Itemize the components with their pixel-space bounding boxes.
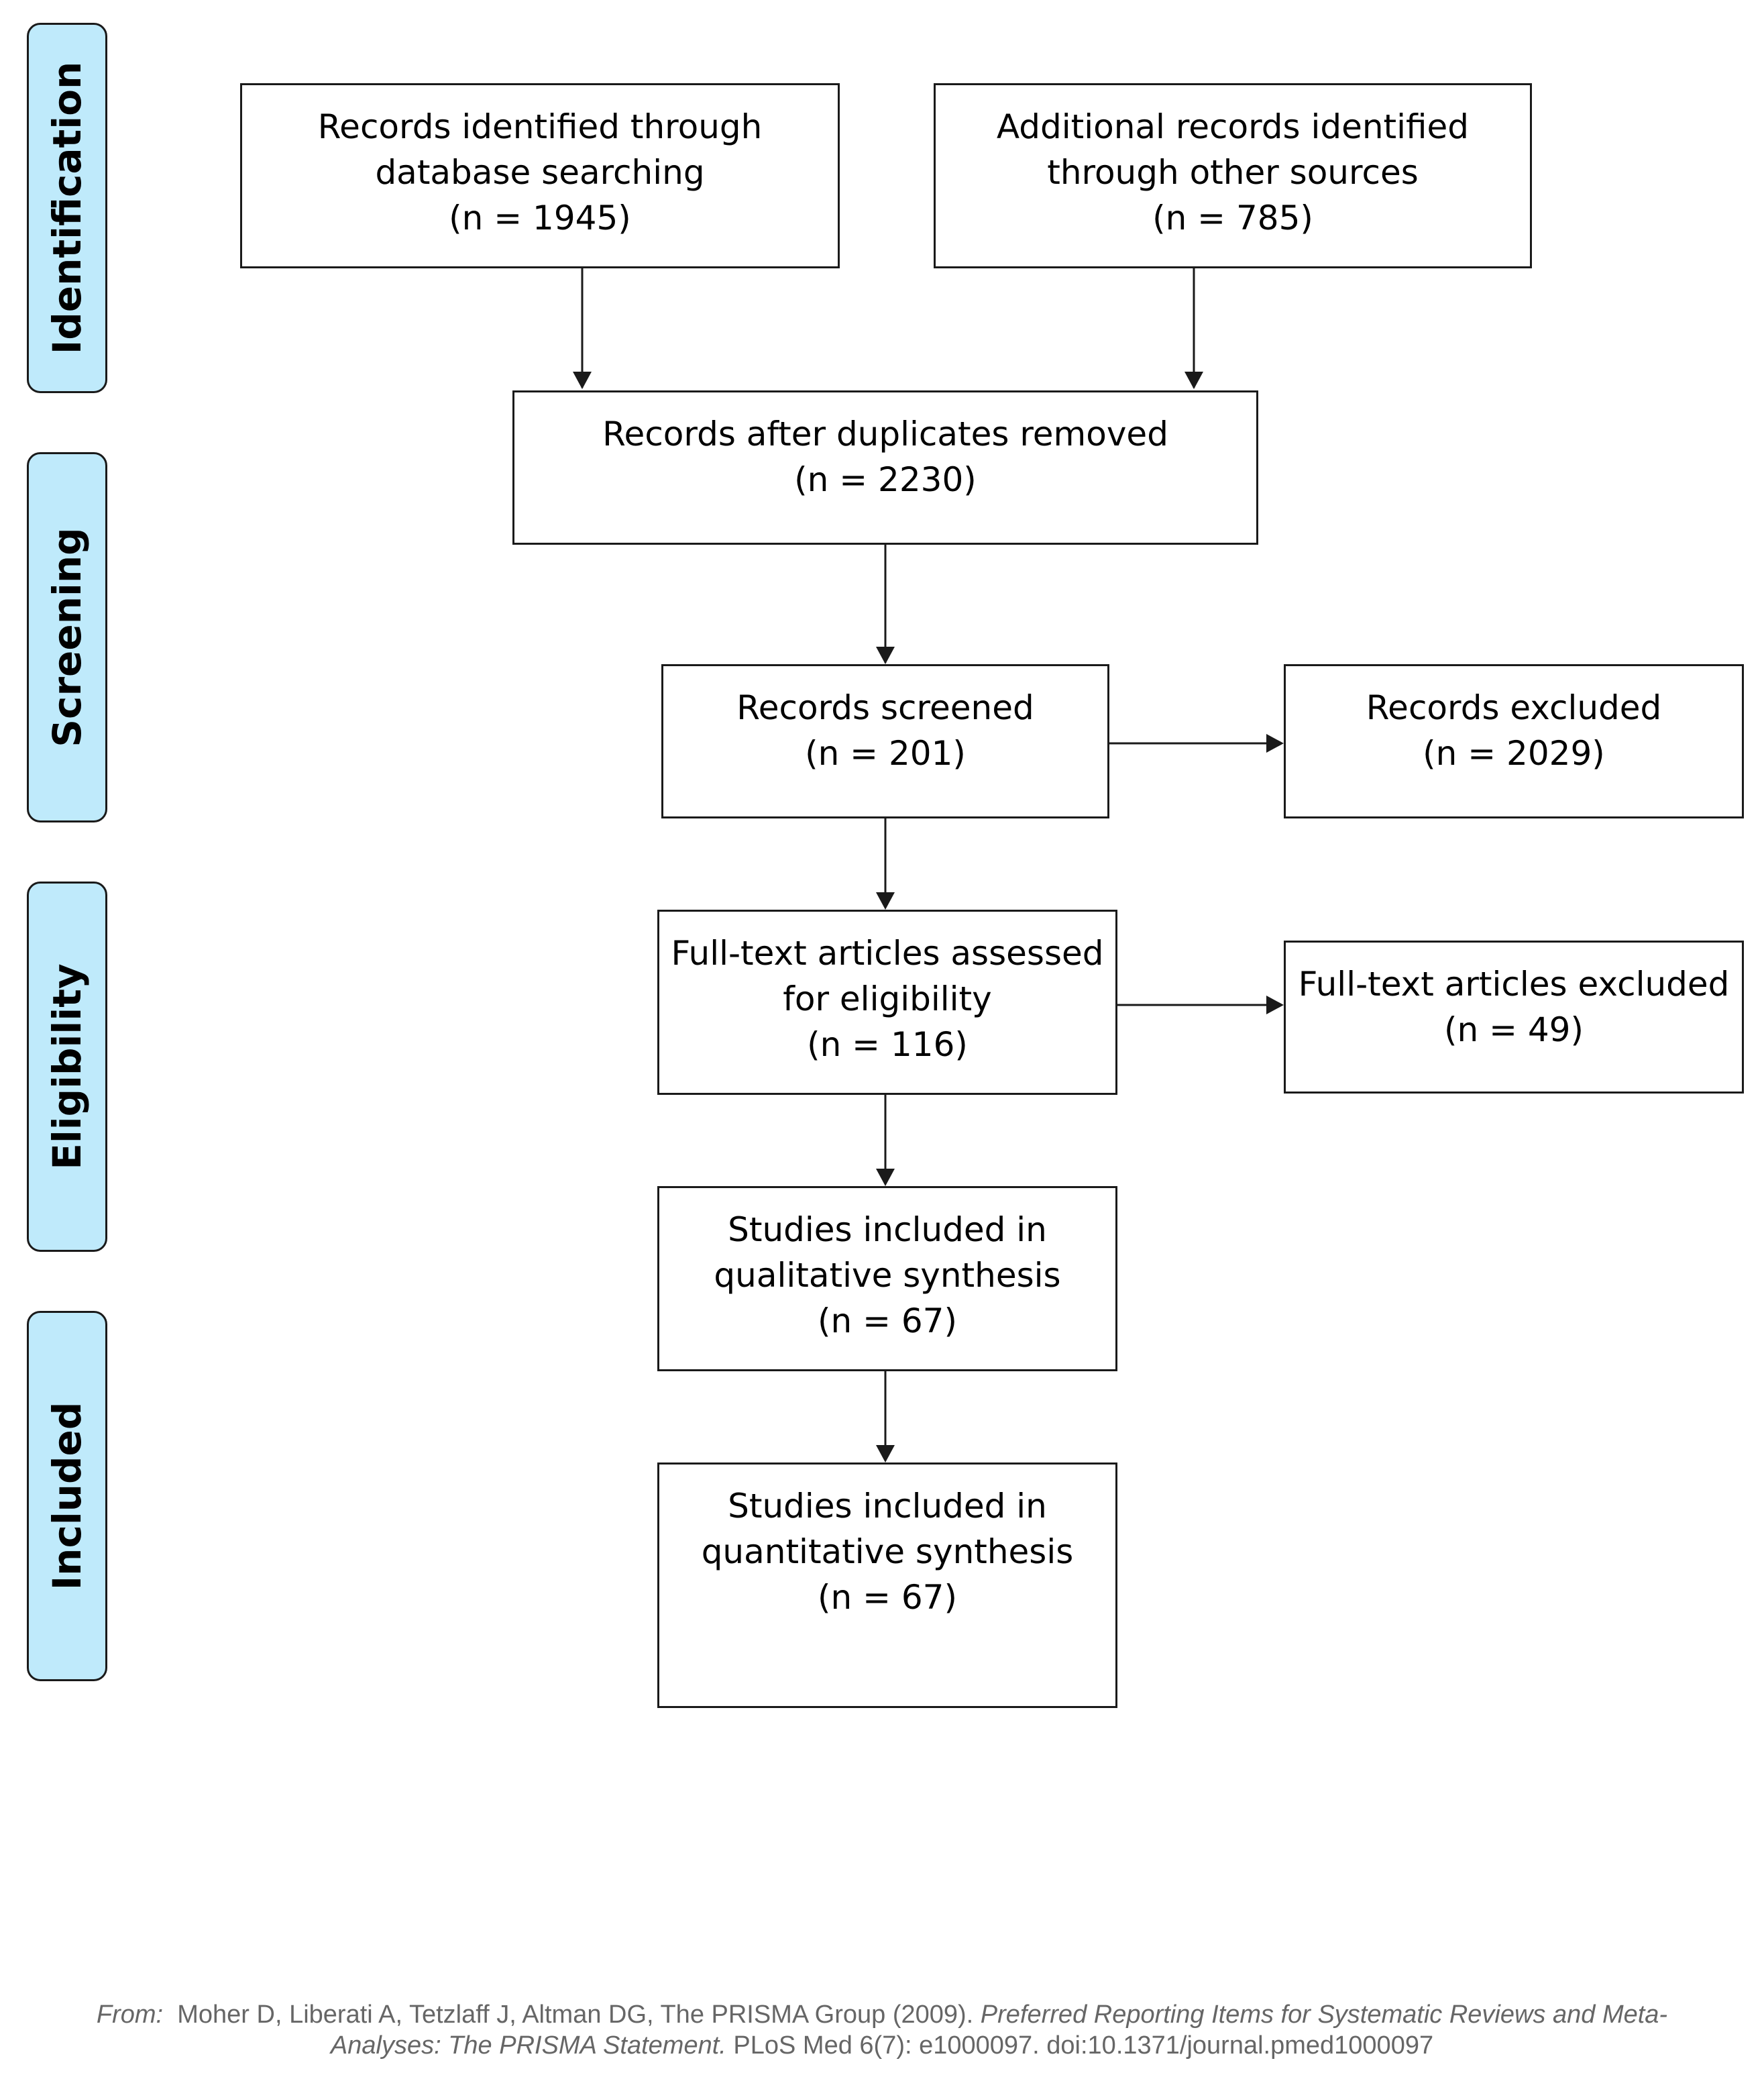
other-sources-line2: through other sources [1047, 153, 1419, 192]
quantitative-line1: Studies included in [728, 1487, 1047, 1526]
box-records-excluded: Records excluded (n = 2029) [1284, 664, 1744, 818]
arrowhead-fulltext [876, 892, 895, 910]
arrowhead-quantitative [876, 1445, 895, 1462]
citation-source: PLoS Med 6(7): e1000097. doi:10.1371/jou… [733, 2031, 1434, 2060]
citation-line1: From: Moher D, Liberati A, Tetzlaff J, A… [0, 1999, 1764, 2030]
arrowhead-qualitative [876, 1169, 895, 1186]
qualitative-count: (n = 67) [817, 1301, 957, 1340]
database-search-line2: database searching [375, 153, 705, 192]
arrowhead-screened [876, 647, 895, 664]
box-fulltext-excluded: Full-text articles excluded (n = 49) [1284, 941, 1744, 1094]
phase-included: Included [27, 1311, 107, 1681]
records-screened-count: (n = 201) [805, 734, 966, 773]
citation-title-part2: Analyses: The PRISMA Statement. [330, 2031, 726, 2060]
citation-authors: Moher D, Liberati A, Tetzlaff J, Altman … [177, 2001, 974, 2029]
arrowhead-fulltext-excluded [1266, 996, 1284, 1014]
fulltext-assessed-line1: Full-text articles assessed [671, 934, 1104, 973]
arrowhead-other [1184, 372, 1203, 389]
phase-identification: Identification [27, 23, 107, 393]
arrowhead-excluded [1266, 734, 1284, 753]
qualitative-line1: Studies included in [728, 1210, 1047, 1249]
fulltext-excluded-line1: Full-text articles excluded [1298, 965, 1730, 1004]
citation-from-label: From: [96, 2001, 164, 2029]
other-sources-line1: Additional records identified [996, 107, 1470, 146]
box-qualitative-synthesis: Studies included in qualitative synthesi… [657, 1186, 1117, 1371]
quantitative-count: (n = 67) [817, 1578, 957, 1617]
box-fulltext-assessed: Full-text articles assessed for eligibil… [657, 910, 1117, 1095]
database-search-count: (n = 1945) [449, 199, 631, 237]
box-records-screened: Records screened (n = 201) [661, 664, 1109, 818]
phase-eligibility: Eligibility [27, 882, 107, 1252]
arrowhead-database [573, 372, 592, 389]
fulltext-assessed-line2: for eligibility [783, 979, 992, 1018]
records-screened-line1: Records screened [736, 688, 1034, 727]
phase-screening: Screening [27, 452, 107, 822]
after-duplicates-count: (n = 2230) [794, 460, 977, 499]
citation: From: Moher D, Liberati A, Tetzlaff J, A… [0, 1999, 1764, 2061]
quantitative-line2: quantitative synthesis [701, 1532, 1074, 1571]
after-duplicates-line1: Records after duplicates removed [602, 415, 1168, 454]
fulltext-excluded-count: (n = 49) [1443, 1010, 1584, 1049]
database-search-line1: Records identified through [317, 107, 763, 146]
citation-title-part1: Preferred Reporting Items for Systematic… [980, 2001, 1668, 2029]
records-excluded-line1: Records excluded [1366, 688, 1662, 727]
box-after-duplicates: Records after duplicates removed (n = 22… [512, 390, 1258, 545]
fulltext-assessed-count: (n = 116) [807, 1025, 968, 1064]
box-database-search: Records identified through database sear… [240, 83, 840, 268]
citation-line2: Analyses: The PRISMA Statement. PLoS Med… [0, 2030, 1764, 2061]
box-quantitative-synthesis: Studies included in quantitative synthes… [657, 1462, 1117, 1708]
other-sources-count: (n = 785) [1152, 199, 1313, 237]
qualitative-line2: qualitative synthesis [714, 1256, 1061, 1295]
box-other-sources: Additional records identified through ot… [934, 83, 1532, 268]
records-excluded-count: (n = 2029) [1423, 734, 1605, 773]
